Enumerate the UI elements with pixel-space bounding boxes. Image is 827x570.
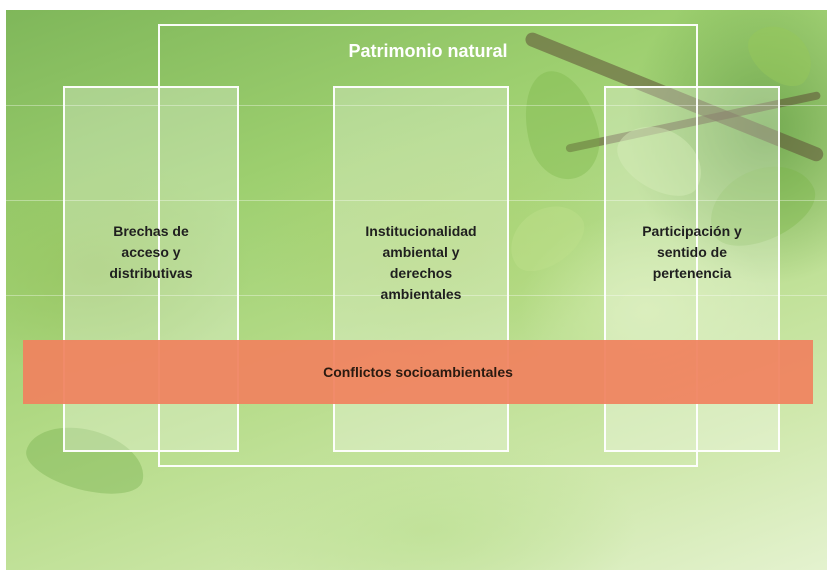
label-line: ambientales bbox=[380, 286, 462, 302]
pillar-label: Participación y sentido de pertenencia bbox=[606, 221, 778, 284]
label-line: Institucionalidad bbox=[365, 223, 477, 239]
pillar-label: Brechas de acceso y distributivas bbox=[65, 221, 237, 284]
guide-line bbox=[6, 295, 827, 296]
pillar-label: Institucionalidad ambiental y derechos a… bbox=[335, 221, 507, 305]
leaf-decoration bbox=[738, 13, 824, 97]
label-line: Brechas de bbox=[113, 223, 189, 239]
conflictos-band: Conflictos socioambientales bbox=[23, 340, 813, 404]
label-line: derechos bbox=[389, 265, 453, 281]
label-line: ambiental y bbox=[382, 244, 460, 260]
guide-line bbox=[6, 105, 827, 106]
outer-title: Patrimonio natural bbox=[348, 41, 508, 61]
band-label: Conflictos socioambientales bbox=[323, 364, 513, 380]
leafy-background: Patrimonio natural Brechas de acceso y d… bbox=[6, 10, 827, 570]
label-line: sentido de bbox=[656, 244, 727, 260]
label-line: distributivas bbox=[109, 265, 193, 281]
label-line: acceso y bbox=[121, 244, 181, 260]
patrimonio-frame bbox=[158, 24, 698, 467]
label-line: Participación y bbox=[642, 223, 742, 239]
label-line: pertenencia bbox=[652, 265, 732, 281]
guide-line bbox=[6, 200, 827, 201]
